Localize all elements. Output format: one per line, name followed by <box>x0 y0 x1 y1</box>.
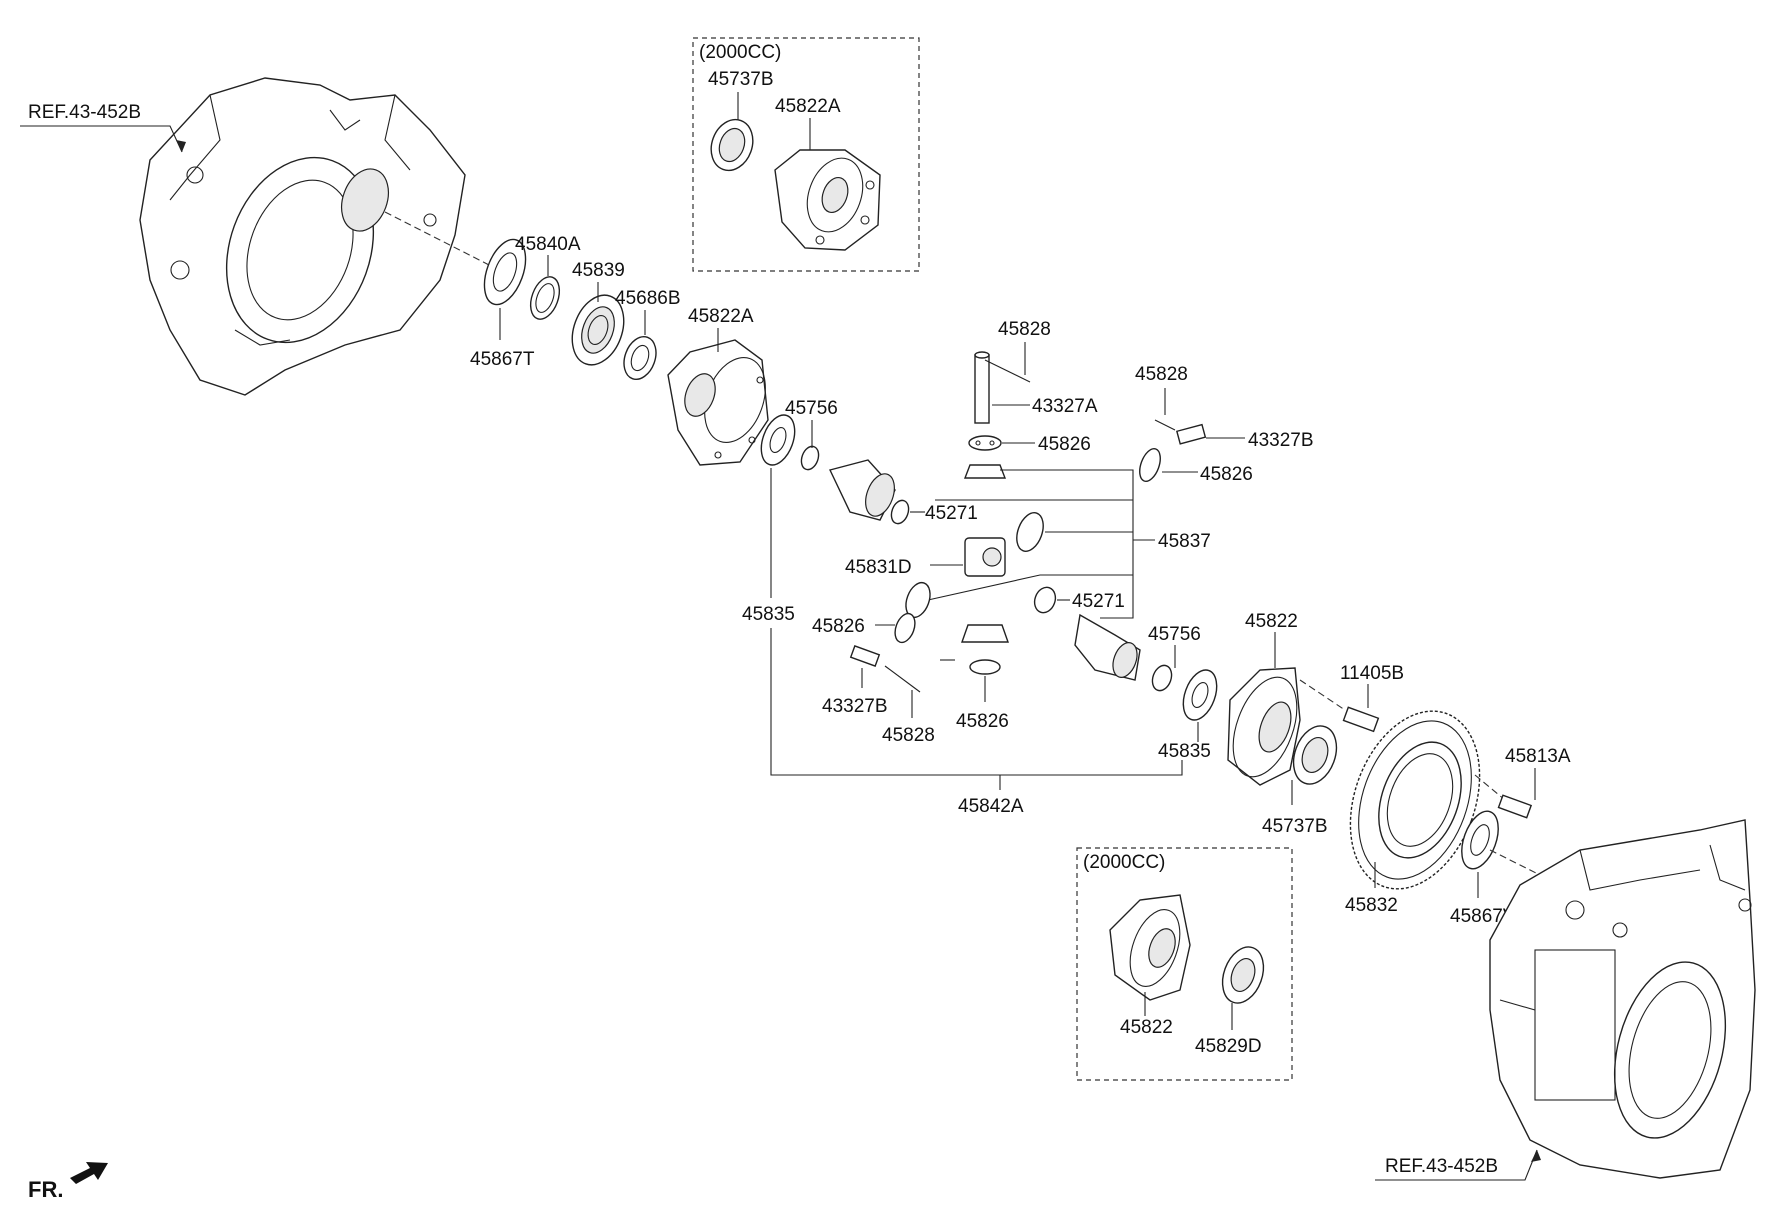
part-label-45686B: 45686B <box>615 288 681 309</box>
bolt-45813A <box>1497 794 1533 819</box>
diff-case-45822-box <box>1109 894 1191 1001</box>
part-label-45842A: 45842A <box>958 796 1024 817</box>
front-direction-indicator: FR. <box>28 1162 108 1202</box>
part-label-45867T: 45867T <box>470 349 535 370</box>
part-label-43327B-a: 43327B <box>1248 430 1314 451</box>
part-label-45822-box: 45822 <box>1120 1017 1173 1038</box>
variant-box-bottom <box>1076 847 1293 1081</box>
shaft-43327A <box>974 351 990 424</box>
side-gear-right <box>1074 613 1141 681</box>
bolt-11405B <box>1342 706 1380 733</box>
part-label-43327B-b: 43327B <box>822 696 888 717</box>
part-label-45829D: 45829D <box>1195 1036 1262 1057</box>
part-label-11405B: 11405B <box>1340 663 1404 684</box>
washer-45835-right <box>1182 669 1218 721</box>
variant-box-top <box>692 37 920 272</box>
part-label-45737B-top: 45737B <box>708 69 774 90</box>
side-gear-45271-left <box>829 459 910 525</box>
thrust-washer-45867T <box>483 238 527 306</box>
part-label-45271-a: 45271 <box>925 503 978 524</box>
part-label-45828-c: 45828 <box>882 725 935 746</box>
part-label-45828-b: 45828 <box>1135 364 1188 385</box>
diff-case-45822 <box>1227 667 1301 786</box>
diff-case-45822A-top <box>774 149 881 251</box>
left-transmission-housing <box>139 77 466 396</box>
part-label-45837: 45837 <box>1158 531 1211 552</box>
seal-45737B-top <box>710 118 754 172</box>
seal-45829D <box>1221 946 1265 1004</box>
part-label-45822: 45822 <box>1245 611 1298 632</box>
shaft-43327B-top <box>1175 423 1207 445</box>
part-label-45826-c: 45826 <box>812 616 865 637</box>
snap-ring-45756-left <box>800 445 820 471</box>
washer-45835-left <box>760 414 796 466</box>
seal-45686B <box>623 335 657 381</box>
part-label-45831D: 45831D <box>845 557 912 578</box>
washer-45826-top <box>968 435 1002 451</box>
part-label-45839: 45839 <box>572 260 625 281</box>
washer-45826-bottom <box>969 659 1001 675</box>
part-label-45835-a: 45835 <box>742 604 795 625</box>
part-label-45813A: 45813A <box>1505 746 1571 767</box>
part-label-45826-d: 45826 <box>956 711 1009 732</box>
part-label-45737B-main: 45737B <box>1262 816 1328 837</box>
seal-45737B <box>1292 725 1338 785</box>
front-label: FR. <box>28 1177 63 1202</box>
pinion-gear-bottom <box>961 624 1009 643</box>
part-label-45271-b: 45271 <box>1072 591 1125 612</box>
washer-45826-right <box>1139 448 1161 482</box>
diff-case-45822A <box>667 339 769 466</box>
part-label-45828-a: 45828 <box>998 319 1051 340</box>
part-label-45822A-main: 45822A <box>688 306 754 327</box>
part-label-45826-b: 45826 <box>1200 464 1253 485</box>
pinion-gear-45837 <box>1016 512 1044 552</box>
spider-case-45831D <box>964 537 1006 577</box>
seal-45271-right <box>1033 586 1057 614</box>
part-label-45826-a: 45826 <box>1038 434 1091 455</box>
ring-gear-45832 <box>1349 710 1481 890</box>
part-label-45835-b: 45835 <box>1158 741 1211 762</box>
right-transmission-housing <box>1489 819 1756 1179</box>
thrust-washer-45867V <box>1461 810 1499 870</box>
part-label-45822A-top: 45822A <box>775 96 841 117</box>
shaft-43327B-bottom <box>849 645 881 667</box>
ref-label-bottom-right: REF.43-452B <box>1385 1156 1498 1177</box>
ref-label-top-left: REF.43-452B <box>28 102 141 123</box>
variant-box-bottom-label: (2000CC) <box>1083 852 1165 873</box>
part-label-43327A: 43327A <box>1032 396 1098 417</box>
part-label-45756-right: 45756 <box>1148 624 1201 645</box>
washer-45826-left <box>894 612 916 644</box>
front-arrow-icon <box>70 1162 108 1184</box>
shim-45840A <box>529 276 561 320</box>
bearing-45839 <box>571 294 625 366</box>
variant-box-top-label: (2000CC) <box>699 42 781 63</box>
part-label-45840A: 45840A <box>515 234 581 255</box>
snap-ring-45756-right <box>1151 664 1173 692</box>
pinion-gear-top <box>963 464 1007 479</box>
part-label-45832: 45832 <box>1345 895 1398 916</box>
part-label-45756-left: 45756 <box>785 398 838 419</box>
